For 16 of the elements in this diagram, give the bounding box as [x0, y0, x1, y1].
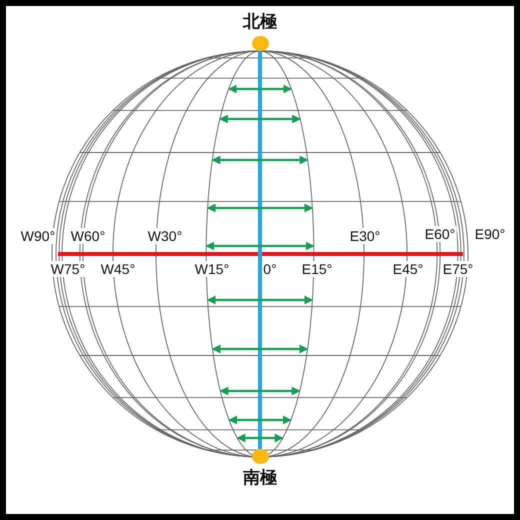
longitude-label: W45° — [100, 261, 136, 277]
longitude-label: E45° — [392, 261, 424, 277]
longitude-label: E30° — [348, 228, 382, 244]
longitude-label: E75° — [442, 261, 474, 277]
longitude-label: W60° — [70, 228, 106, 244]
axis-line — [258, 51, 262, 449]
longitude-label: 0° — [262, 261, 278, 277]
longitude-label: E60° — [424, 226, 456, 242]
longitude-label: W30° — [146, 228, 184, 244]
longitude-label: E90° — [474, 226, 506, 242]
longitude-label: E15° — [300, 261, 334, 277]
pole-label: 北極 — [243, 12, 277, 32]
longitude-label: W90° — [20, 228, 56, 244]
longitude-label: W75° — [50, 261, 86, 277]
pole-label: 南極 — [243, 468, 277, 488]
longitude-label: W15° — [194, 261, 230, 277]
